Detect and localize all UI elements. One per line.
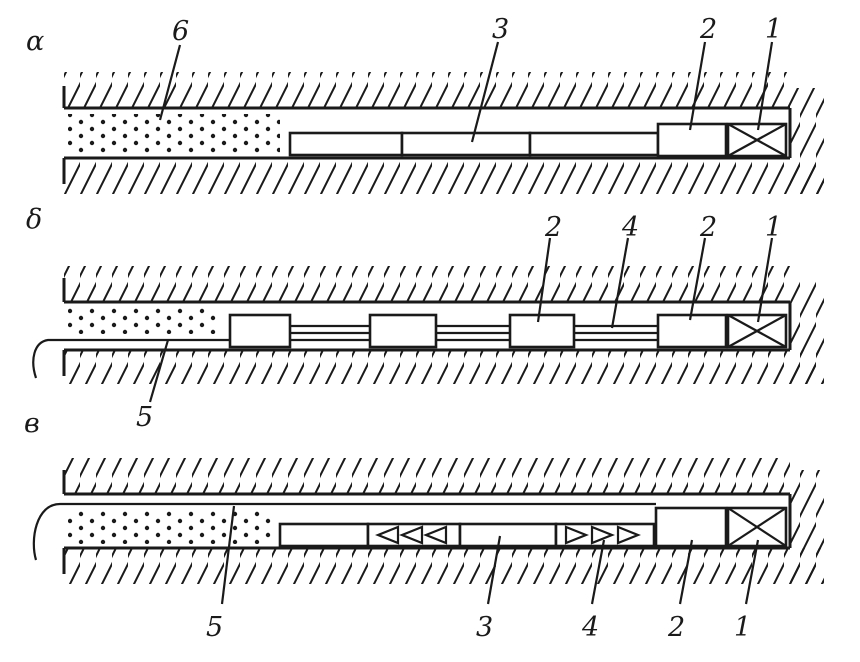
cartridge-3a [278,522,370,548]
label-2: 2 [667,612,685,643]
cartridge-3a [288,131,404,157]
label-1: 1 [734,612,751,643]
stemming [68,308,220,334]
rock-hatch-top [64,266,790,302]
leader-2 [678,539,694,605]
panel-b: δ 2 4 2 1 5 [26,204,824,433]
label-1: 1 [765,14,782,45]
primer-cartridge-2 [656,313,728,349]
detonating-cord-5 [32,502,656,561]
rock-hatch-top [64,458,790,494]
spacer-4b [554,522,656,548]
label-6: 6 [172,16,189,47]
spacer-4a-chevrons [375,525,448,545]
cartridge-3b [458,522,558,548]
cartridge-2a [228,313,292,349]
leader-1 [744,539,760,605]
leader-4 [590,539,606,605]
panel-a-letter: α [26,26,44,57]
leader-1 [756,41,774,131]
spacer-4b-chevrons [564,525,641,545]
leader-2 [688,41,707,131]
panel-a: α 6 3 2 1 [26,14,824,194]
leader-4 [610,237,630,329]
primer-cartridge-2 [656,122,728,158]
label-5: 5 [136,402,153,433]
rock-hatch-end [790,280,824,384]
rock-hatch-bottom [64,350,824,384]
leader-2b [688,237,707,321]
rock-hatch-bottom [64,548,824,584]
leader-1 [756,237,774,323]
label-4: 4 [581,612,599,643]
primer-cartridge-2 [654,506,728,548]
stemming [68,510,272,544]
cartridge-3c [528,131,660,157]
detonating-cord-5 [32,338,658,379]
label-2a: 2 [544,212,562,243]
cartridge-2b [368,313,438,349]
label-2: 2 [699,14,717,45]
leader-6 [158,44,182,121]
detonator-cross-b [727,507,787,547]
detonator-cross-b [727,314,787,348]
rock-hatch-top [64,72,790,108]
panel-c: в 5 3 4 2 1 [24,408,824,643]
leader-3 [470,41,500,143]
cartridge-2c [508,313,576,349]
detonator-cross-b [727,123,787,157]
label-5: 5 [206,612,223,643]
cartridge-3b [400,131,532,157]
leader-3 [486,535,502,605]
rock-hatch-end [790,470,824,584]
rock-hatch-bottom [64,158,824,194]
label-3: 3 [476,612,493,643]
panel-b-letter: δ [26,204,42,235]
rock-hatch-end [790,88,824,194]
label-2b: 2 [699,212,717,243]
label-3: 3 [492,14,509,45]
leader-5 [220,505,236,605]
label-1: 1 [765,212,782,243]
leader-2a [536,237,552,323]
panel-c-letter: в [24,408,40,439]
stemming-6 [68,114,280,154]
label-4: 4 [621,212,639,243]
leader-5 [148,339,170,403]
